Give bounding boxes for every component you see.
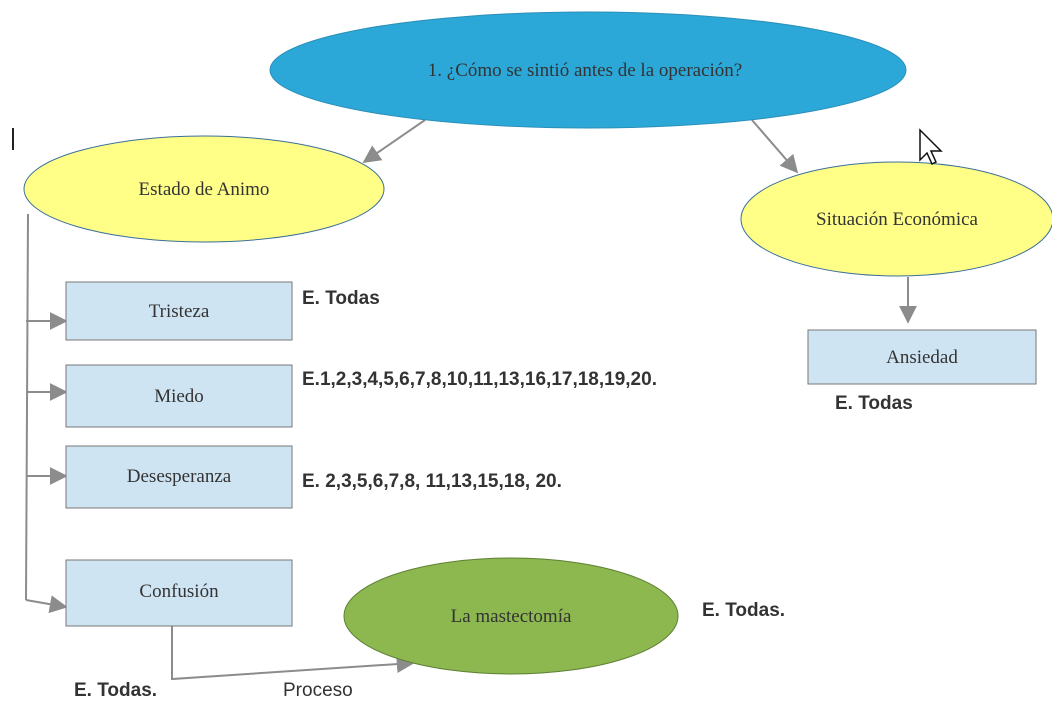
confusion-label: Confusión xyxy=(139,581,219,602)
sadness-box xyxy=(65,281,293,341)
sadness-note: E. Todas xyxy=(302,288,380,309)
edge-root-to-mood xyxy=(362,119,426,164)
edge-root-to-economic xyxy=(751,119,799,174)
hopelessness-box xyxy=(65,445,293,509)
edge-mood-trunk xyxy=(25,213,29,601)
edge-confusion-to-outcome xyxy=(171,626,415,681)
outcome-note: E. Todas. xyxy=(702,600,785,621)
mouse-pointer-icon xyxy=(919,128,943,166)
anxiety-label: Ansiedad xyxy=(886,347,958,368)
root-node-label: 1. ¿Cómo se sintió antes de la operación… xyxy=(428,60,742,81)
fear-note: E.1,2,3,4,5,6,7,8,10,11,13,16,17,18,19,2… xyxy=(302,369,657,390)
mood-node xyxy=(23,135,385,243)
confusion-note: E. Todas. xyxy=(74,680,157,701)
outcome-node xyxy=(343,557,679,675)
hopelessness-note: E. 2,3,5,6,7,8, 11,13,15,18, 20. xyxy=(302,471,562,492)
fear-box xyxy=(65,364,293,428)
anxiety-box xyxy=(807,329,1037,385)
fear-label: Miedo xyxy=(154,386,204,407)
hopelessness-label: Desesperanza xyxy=(127,466,232,487)
root-node xyxy=(269,11,907,129)
edge-label-process: Proceso xyxy=(283,680,353,701)
economic-node xyxy=(740,161,1052,277)
edge-mood-to-confusion xyxy=(25,595,68,614)
mood-node-label: Estado de Animo xyxy=(139,179,270,200)
confusion-box xyxy=(65,559,293,627)
outcome-node-label: La mastectomía xyxy=(451,606,572,627)
sadness-label: Tristeza xyxy=(149,301,210,322)
anxiety-note: E. Todas xyxy=(835,393,913,414)
economic-node-label: Situación Económica xyxy=(816,209,979,230)
